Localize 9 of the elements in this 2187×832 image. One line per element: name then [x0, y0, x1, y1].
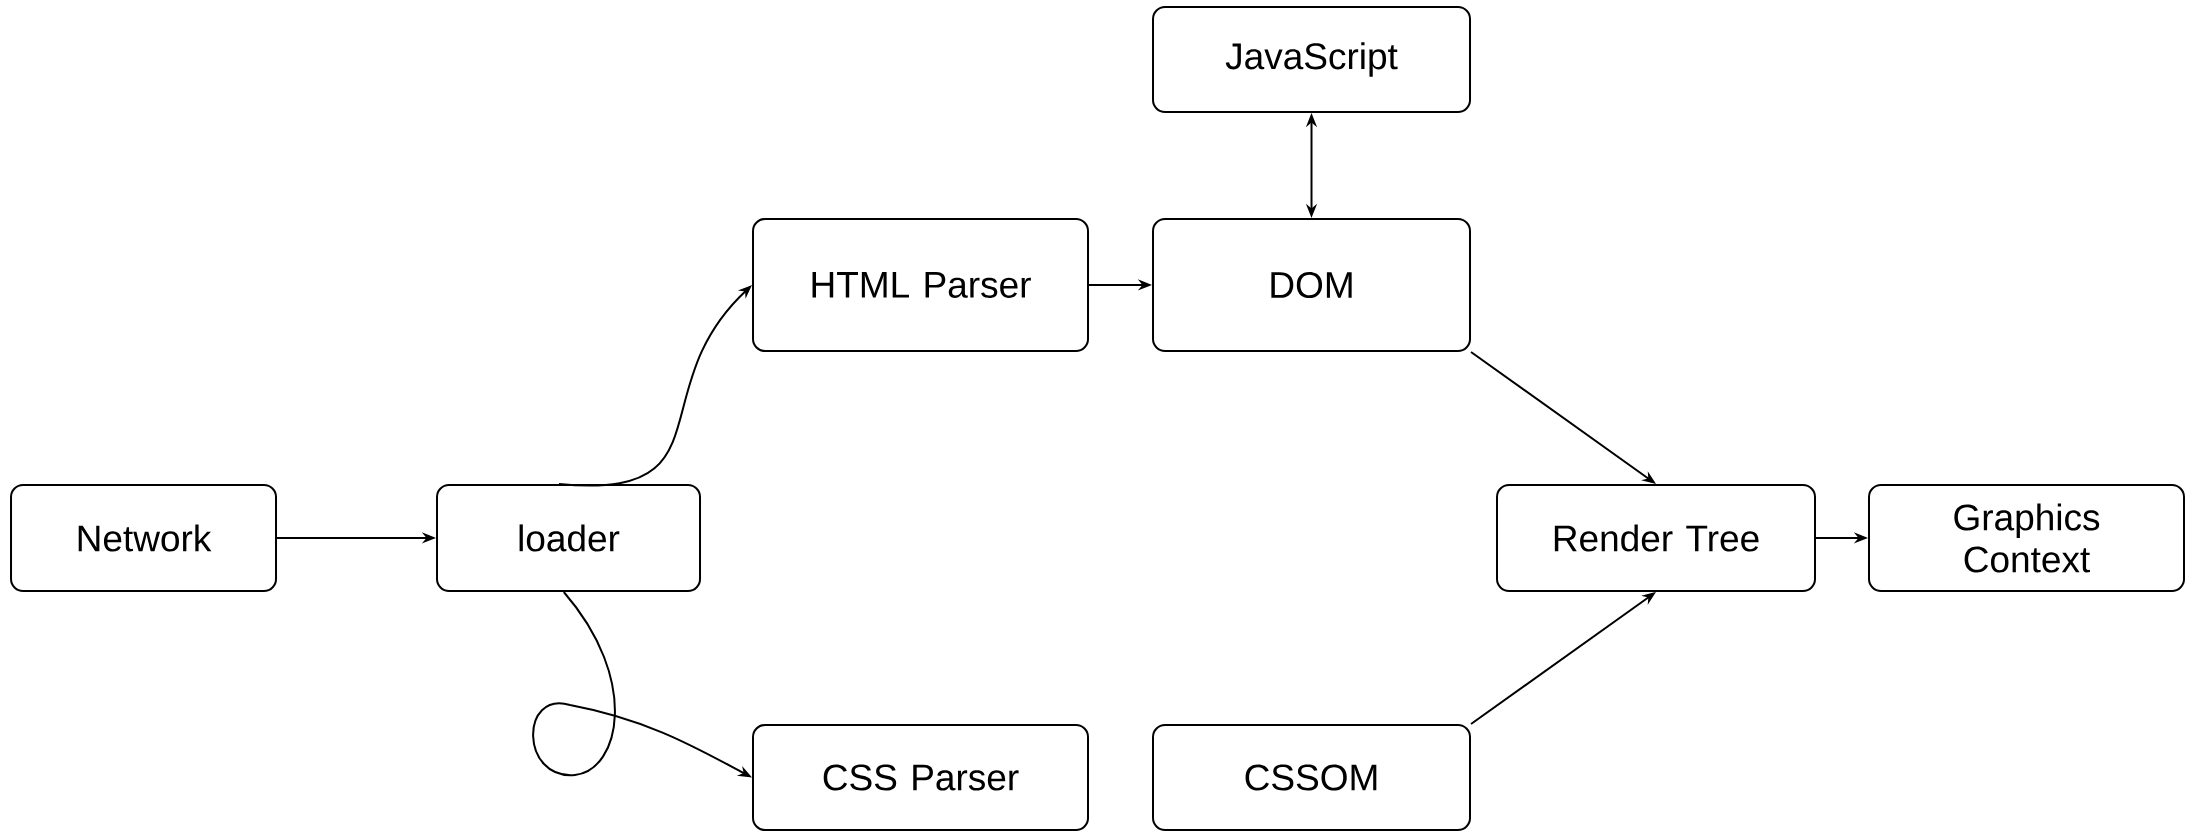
process-box: DOM [1152, 218, 1471, 352]
process-box: HTML Parser [752, 218, 1089, 352]
process-box: Graphics Context [1868, 484, 2185, 592]
process-box: CSS Parser [752, 724, 1089, 831]
process-box: CSSOM [1152, 724, 1471, 831]
process-box: Network [10, 484, 277, 592]
process-box: JavaScript [1152, 6, 1471, 113]
process-box: loader [436, 484, 701, 592]
process-box: Render Tree [1496, 484, 1816, 592]
